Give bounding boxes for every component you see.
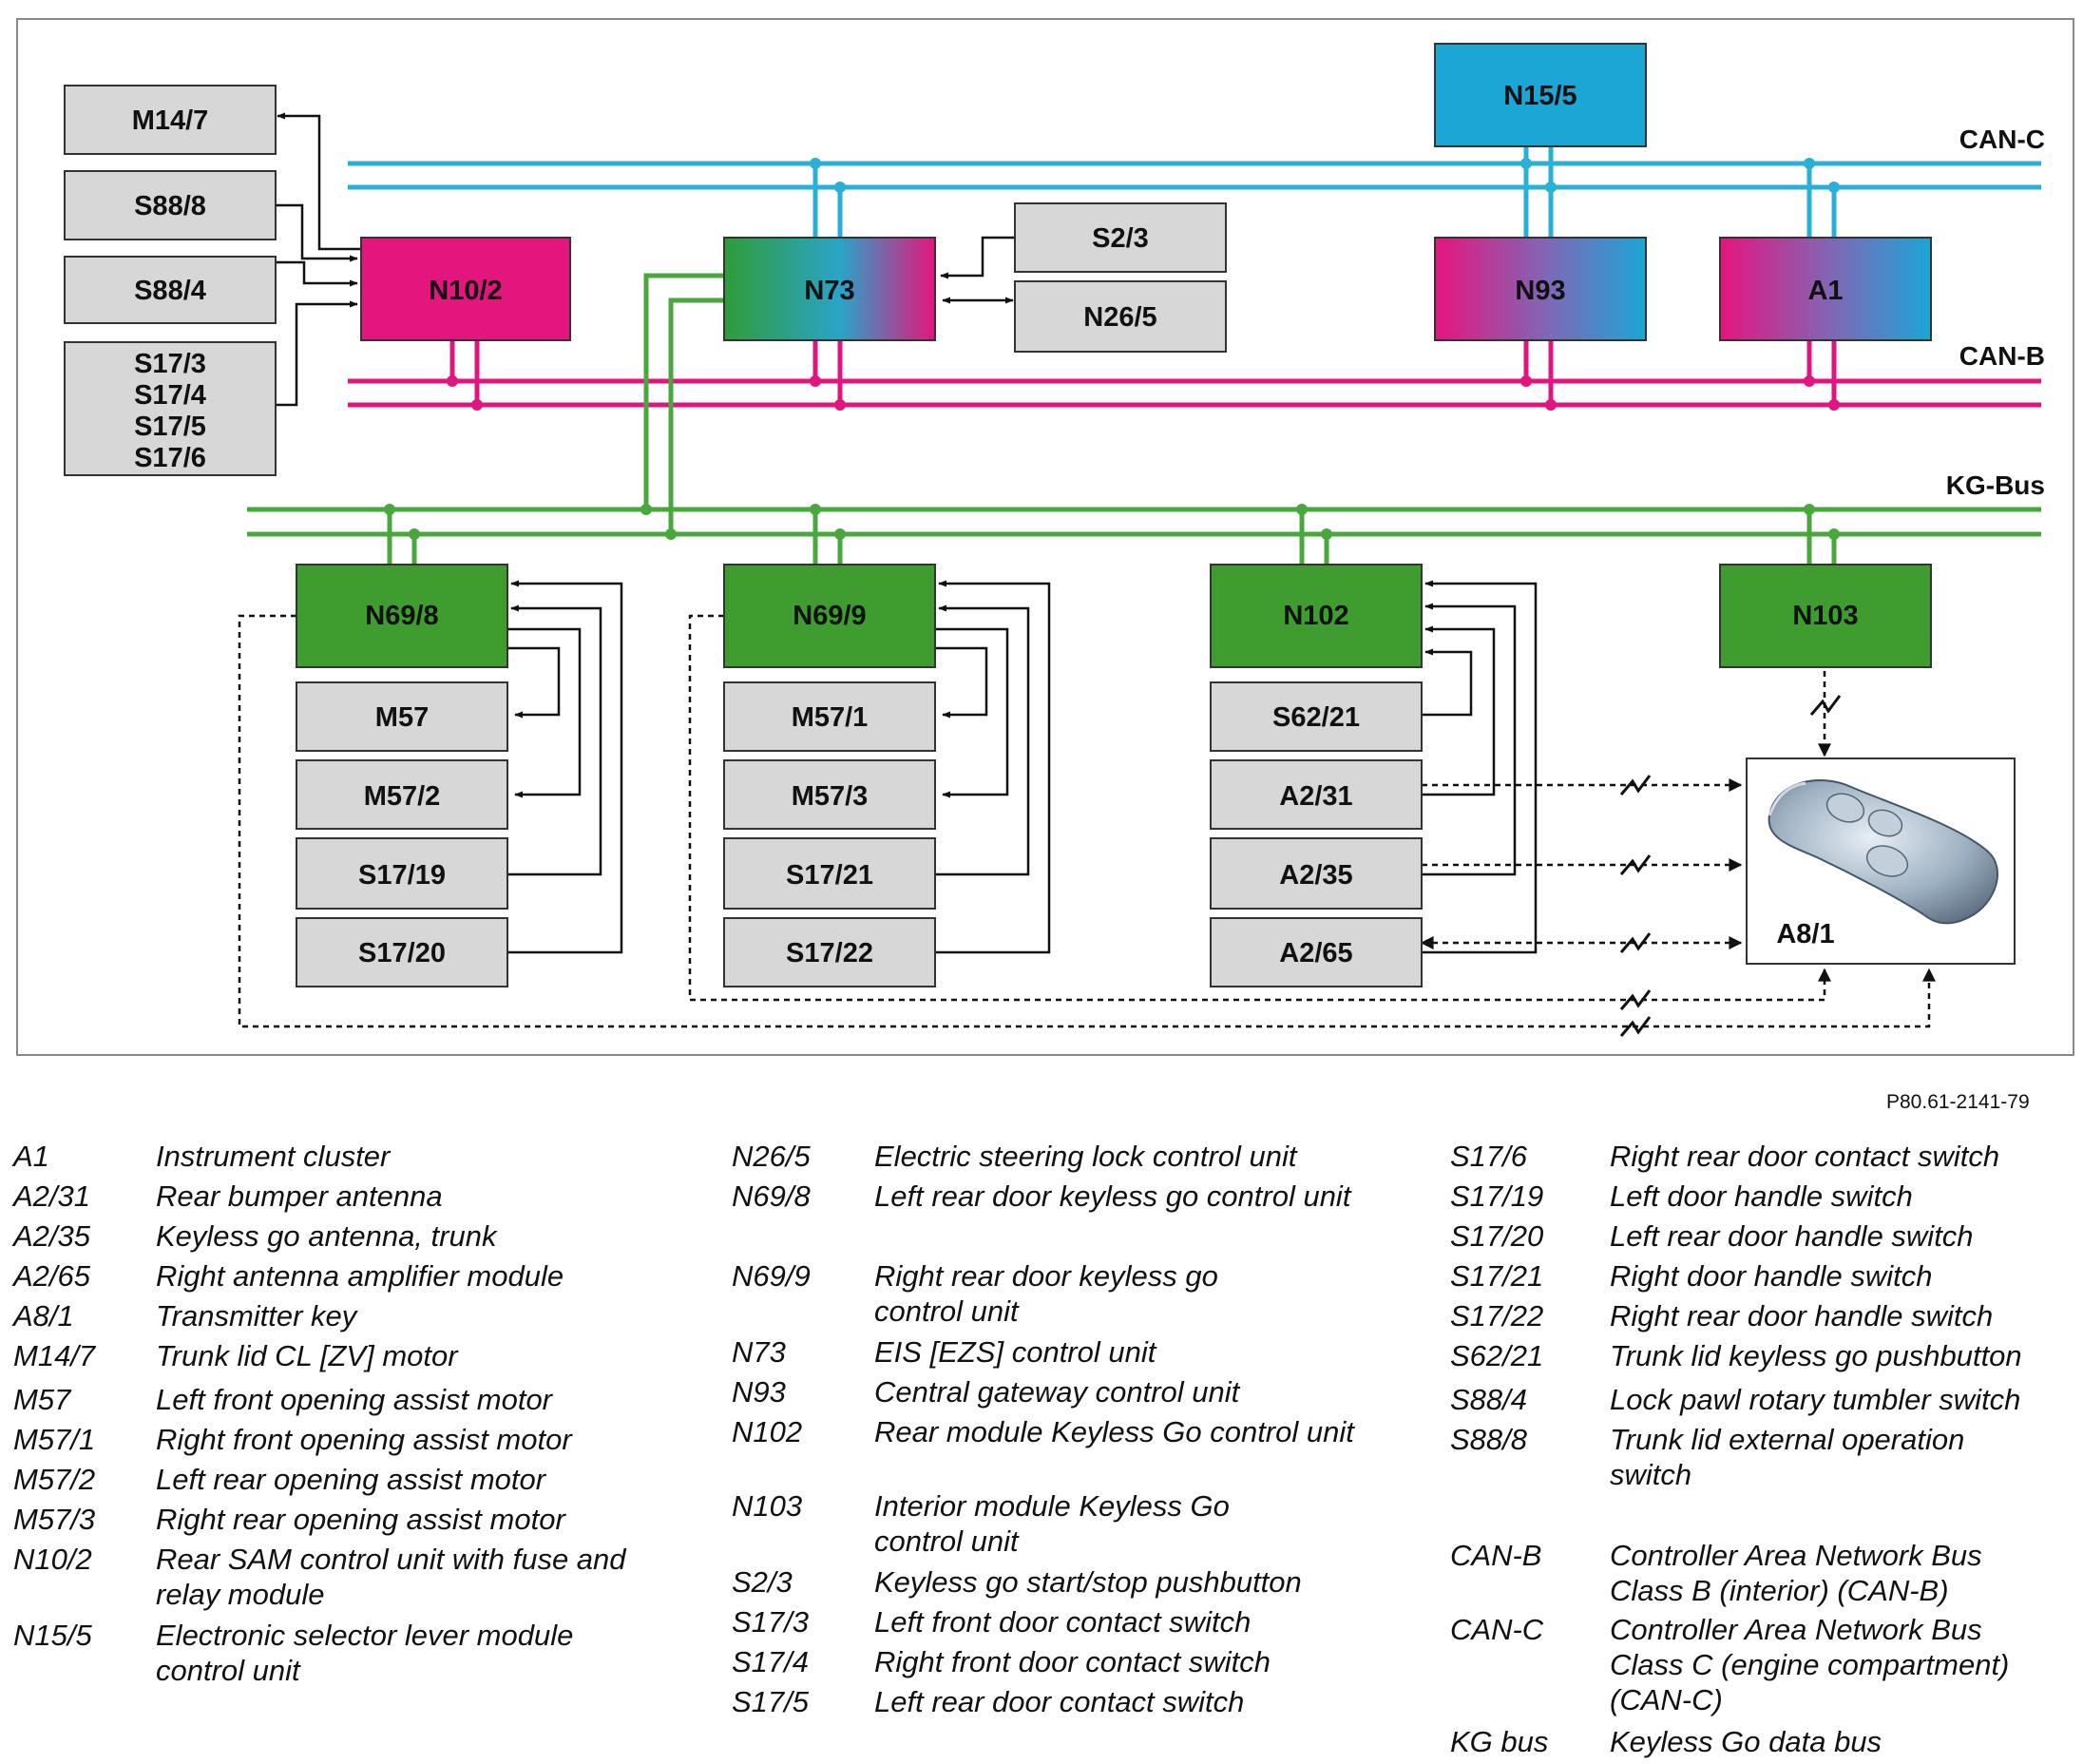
module-n103: N103 bbox=[1719, 564, 1932, 668]
module-m57-3: M57/3 bbox=[723, 759, 936, 830]
svg-text:S2/3: S2/3 bbox=[1092, 223, 1149, 254]
module-s17-22: S17/22 bbox=[723, 917, 936, 987]
svg-text:M57/2: M57/2 bbox=[364, 781, 441, 812]
can-b-bus bbox=[348, 340, 2041, 408]
module-n26-5: N26/5 bbox=[1014, 280, 1227, 353]
kg-bus bbox=[247, 273, 2041, 565]
module-n10-2: N10/2 bbox=[360, 237, 571, 341]
svg-text:N15/5: N15/5 bbox=[1503, 81, 1577, 111]
svg-text:S17/21: S17/21 bbox=[786, 860, 873, 891]
module-a1: A1 bbox=[1719, 237, 1932, 341]
svg-text:S17/22: S17/22 bbox=[786, 938, 873, 968]
kg-bus-junctions bbox=[384, 504, 1840, 540]
module-a8-1: A8/1 bbox=[1746, 757, 2016, 965]
module-a2-35: A2/35 bbox=[1210, 837, 1423, 910]
module-m57-1: M57/1 bbox=[723, 681, 936, 752]
svg-text:N69/8: N69/8 bbox=[365, 601, 438, 631]
svg-text:S17/3: S17/3 bbox=[134, 349, 206, 379]
svg-text:M57: M57 bbox=[375, 702, 429, 733]
signal-lines bbox=[276, 112, 1538, 954]
module-m57-2: M57/2 bbox=[296, 759, 508, 830]
can-c-label: CAN-C bbox=[1959, 125, 2045, 154]
svg-text:M57/1: M57/1 bbox=[792, 702, 869, 733]
module-n73: N73 bbox=[723, 237, 936, 341]
module-s88-4: S88/4 bbox=[64, 256, 277, 324]
can-b-label: CAN-B bbox=[1959, 341, 2045, 371]
svg-text:S88/8: S88/8 bbox=[134, 191, 206, 221]
svg-text:A2/31: A2/31 bbox=[1279, 781, 1352, 812]
svg-text:N103: N103 bbox=[1792, 601, 1858, 631]
svg-text:A1: A1 bbox=[1807, 276, 1843, 306]
module-s62-21: S62/21 bbox=[1210, 681, 1423, 752]
module-m14-7: M14/7 bbox=[64, 85, 277, 155]
svg-text:S88/4: S88/4 bbox=[134, 276, 206, 306]
module-s17-group: S17/3 S17/4 S17/5 S17/6 bbox=[64, 341, 277, 476]
svg-text:N93: N93 bbox=[1515, 276, 1565, 306]
svg-text:S17/20: S17/20 bbox=[358, 938, 446, 968]
module-n69-8: N69/8 bbox=[296, 564, 508, 668]
module-a2-65: A2/65 bbox=[1210, 917, 1423, 987]
svg-text:N102: N102 bbox=[1283, 601, 1348, 631]
radio-symbols bbox=[1619, 695, 1842, 1037]
svg-text:M14/7: M14/7 bbox=[132, 105, 209, 136]
svg-text:N69/9: N69/9 bbox=[793, 601, 866, 631]
kg-bus-label: KG-Bus bbox=[1946, 470, 2045, 500]
svg-text:M57/3: M57/3 bbox=[792, 781, 869, 812]
svg-text:N26/5: N26/5 bbox=[1083, 302, 1156, 333]
svg-text:N73: N73 bbox=[804, 276, 854, 306]
svg-text:S17/4: S17/4 bbox=[134, 380, 206, 411]
module-n15-5: N15/5 bbox=[1434, 43, 1647, 147]
figure-id: P80.61-2141-79 bbox=[1886, 1091, 2030, 1113]
module-s88-8: S88/8 bbox=[64, 170, 277, 240]
module-s2-3: S2/3 bbox=[1014, 202, 1227, 273]
svg-text:S17/19: S17/19 bbox=[358, 860, 446, 891]
wiring-diagram: CAN-C CAN-B KG-Bus bbox=[16, 18, 2074, 1056]
diagram-frame bbox=[16, 18, 2074, 1056]
module-s17-19: S17/19 bbox=[296, 837, 508, 910]
can-b-junctions bbox=[447, 375, 1840, 411]
module-a2-31: A2/31 bbox=[1210, 759, 1423, 830]
can-c-junctions bbox=[810, 158, 1840, 193]
radio-links bbox=[238, 614, 1936, 1028]
svg-text:A2/65: A2/65 bbox=[1279, 938, 1352, 968]
svg-text:A8/1: A8/1 bbox=[1776, 919, 1834, 949]
svg-text:S17/6: S17/6 bbox=[134, 443, 206, 473]
module-n93: N93 bbox=[1434, 237, 1647, 341]
module-n69-9: N69/9 bbox=[723, 564, 936, 668]
module-n102: N102 bbox=[1210, 564, 1423, 668]
module-m57: M57 bbox=[296, 681, 508, 752]
svg-text:S17/5: S17/5 bbox=[134, 412, 206, 442]
svg-text:S62/21: S62/21 bbox=[1272, 702, 1360, 733]
module-s17-21: S17/21 bbox=[723, 837, 936, 910]
module-s17-20: S17/20 bbox=[296, 917, 508, 987]
svg-text:N10/2: N10/2 bbox=[429, 276, 502, 306]
transmitter-key-icon bbox=[1768, 779, 1998, 925]
svg-text:A2/35: A2/35 bbox=[1279, 860, 1352, 891]
